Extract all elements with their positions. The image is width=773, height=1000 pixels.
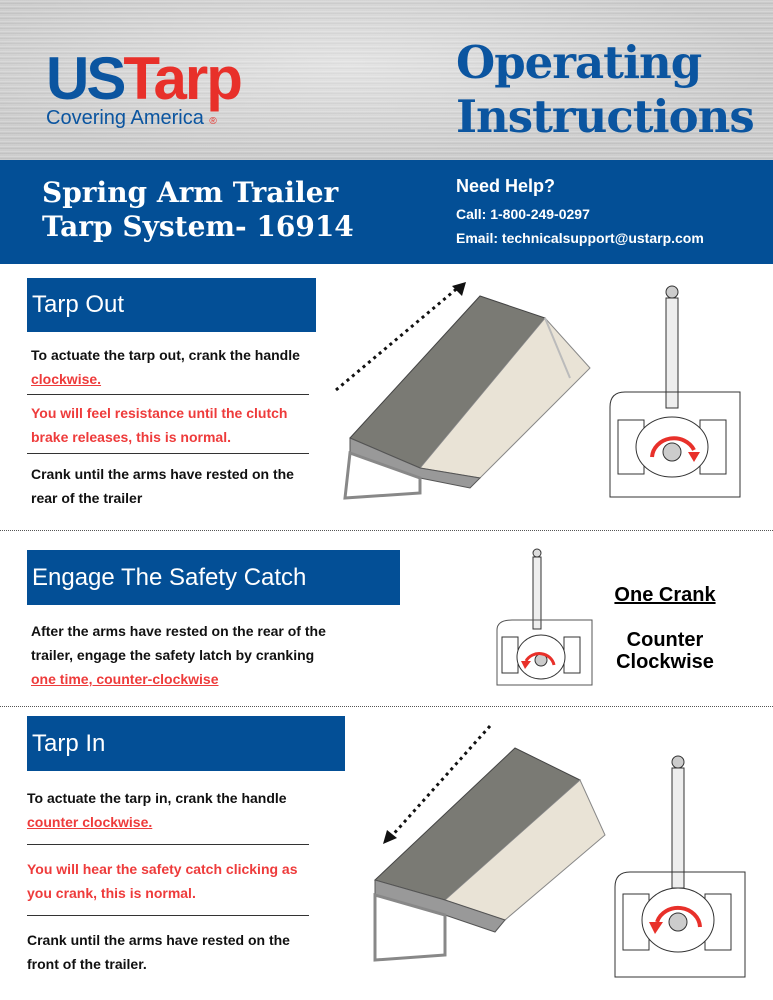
phone-link[interactable]: Call: 1-800-249-0297 [456,206,590,222]
tarp-out-step1: To actuate the tarp out, crank the handl… [31,343,321,391]
tarp-in-step1: To actuate the tarp in, crank the handle… [27,786,317,834]
ustarp-logo: USTarp Covering America ® [46,44,243,130]
counter-clockwise-link: counter clockwise. [27,814,153,830]
logo-us: US [46,45,126,112]
step-text: To actuate the tarp out, crank the handl… [31,347,300,363]
divider [27,844,309,845]
section-heading-safety-catch: Engage The Safety Catch [27,550,400,605]
section-divider [0,706,773,707]
product-line1: Spring Arm Trailer [42,176,339,209]
counter-clockwise-callout: Counter Clockwise [616,629,714,673]
one-crank-callout: One Crank [614,584,716,606]
section-heading-tarp-in: Tarp In [27,716,345,771]
tarp-out-step2: You will feel resistance until the clutc… [31,405,288,445]
title-line1: Operating [456,36,702,89]
logo-tagline: Covering America [46,107,204,129]
help-heading: Need Help? [456,176,556,196]
tarp-in-step2: You will hear the safety catch clicking … [27,861,298,901]
divider [27,394,309,395]
step-text: To actuate the tarp in, crank the handle [27,790,287,806]
product-line2: Tarp System- 16914 [42,210,354,243]
trailer-tarp-out-illustration [335,282,591,500]
crank-clockwise-illustration [609,285,741,498]
title-line2: Instructions [456,90,755,143]
email-link[interactable]: Email: technicalsupport@ustarp.com [456,230,704,246]
divider [27,915,309,916]
clockwise-link: clockwise. [31,371,102,387]
trailer-tarp-in-illustration [373,725,606,962]
logo-tarp: Tarp [123,45,243,112]
section-divider [0,530,773,531]
safety-text: After the arms have rested on the rear o… [31,619,341,691]
crank-counter-clockwise-in-illustration [614,755,746,978]
tarp-in-step3: Crank until the arms have rested on the … [27,932,290,972]
divider [27,453,309,454]
logo-reg: ® [209,116,217,127]
crank-counter-clockwise-illustration [496,548,593,686]
tarp-out-step3: Crank until the arms have rested on the … [31,466,294,506]
header-background [0,0,773,160]
section-heading-tarp-out: Tarp Out [27,278,316,332]
one-time-ccw-link: one time, counter-clockwise [31,671,219,687]
safety-instruction: After the arms have rested on the rear o… [31,623,326,663]
